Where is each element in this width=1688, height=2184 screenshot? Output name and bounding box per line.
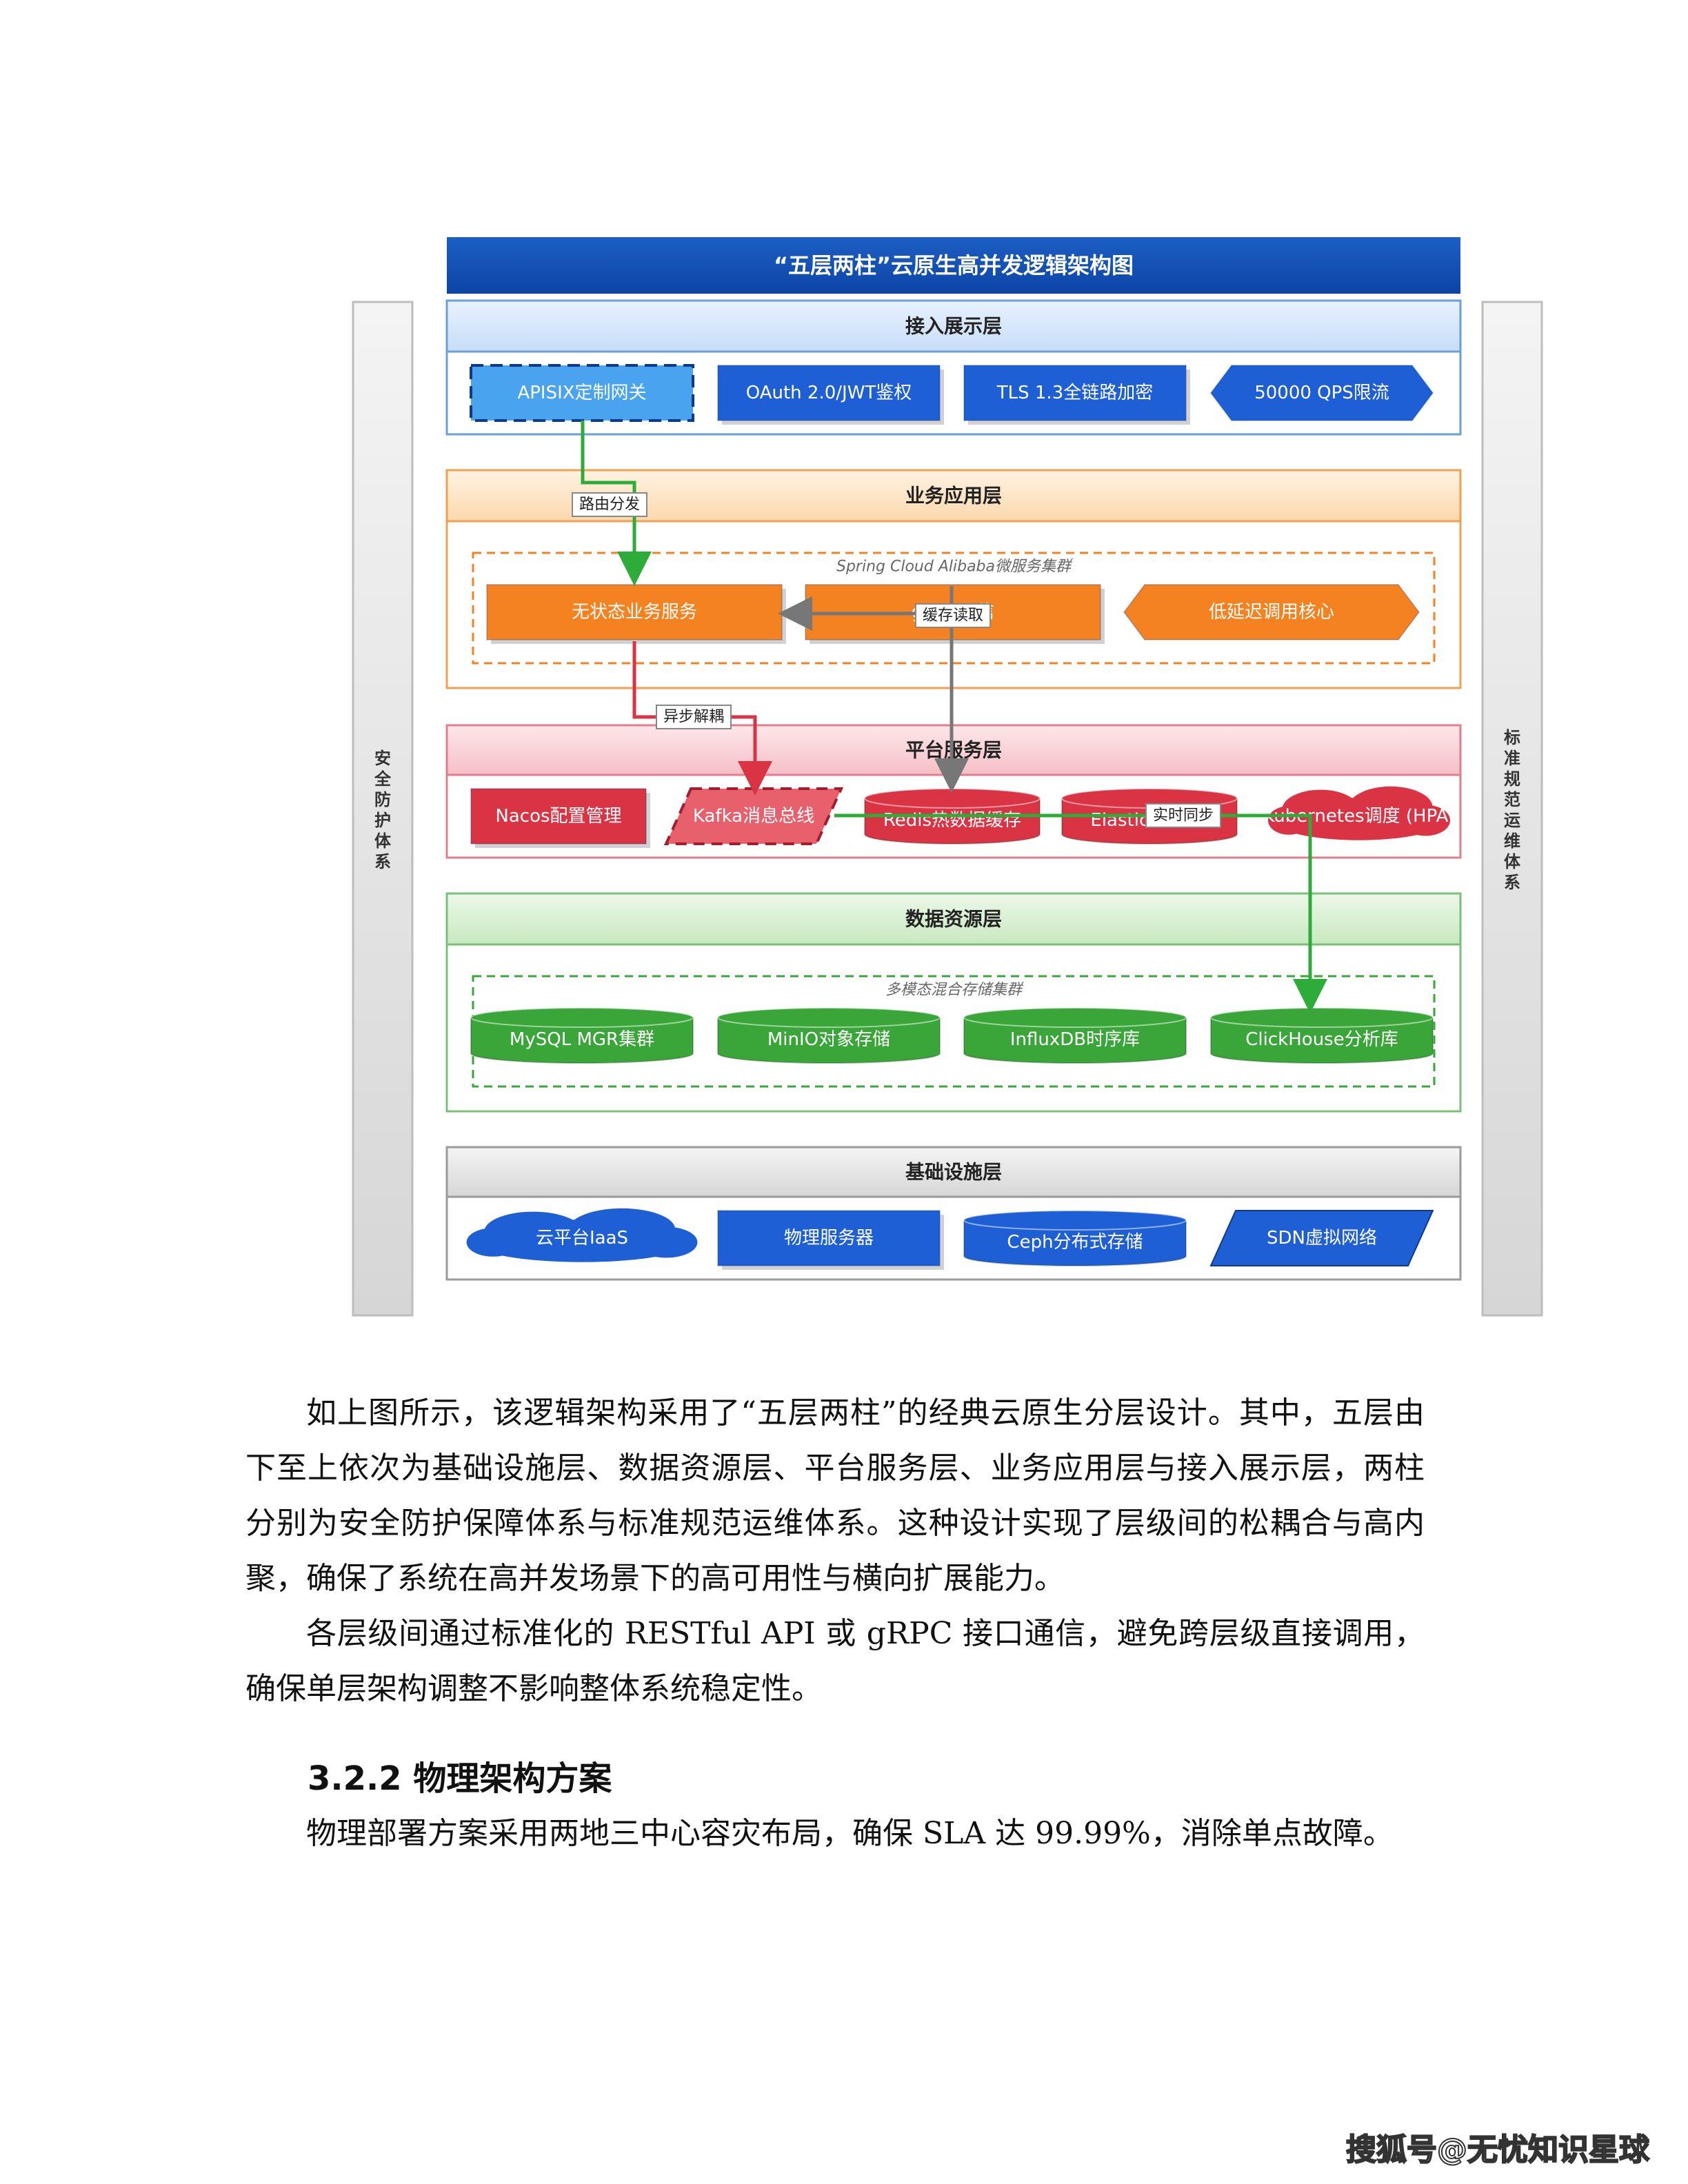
node-data-3-label: InfluxDB时序库: [1010, 1029, 1140, 1050]
layer-access-title: 接入展示层: [905, 315, 1002, 338]
node-platform-1-label: Nacos配置管理: [495, 806, 621, 827]
section-heading: 3.2.2 物理架构方案: [308, 1759, 612, 1798]
body-paragraph-3: 物理部署方案采用两地三中心容灾布局，确保 SLA 达 99.99%，消除单点故障…: [306, 1816, 1394, 1851]
node-data-3-shape: [963, 1018, 1187, 1064]
node-access-1: [470, 364, 694, 422]
node-infra-3: [963, 1210, 1187, 1266]
node-data-3-top: [963, 1007, 1187, 1028]
node-platform-3: [864, 788, 1041, 845]
edge-realtime-sync-label-box: [1145, 803, 1221, 828]
layer-data-cluster-label: 多模态混合存储集群: [885, 982, 1024, 999]
node-platform-1: [470, 788, 650, 848]
node-business-3-label: 低延迟调用核心: [1209, 602, 1334, 623]
node-infra-3-label: Ceph分布式存储: [1007, 1232, 1143, 1253]
node-business-3-shape: [1123, 584, 1420, 640]
layer-infra-header: [445, 1146, 1462, 1198]
node-access-3: [963, 365, 1190, 425]
node-platform-2-shape: [663, 787, 844, 845]
node-data-2-shape: [717, 1018, 941, 1064]
node-data-4: [1210, 1007, 1434, 1064]
edge-async-decouple-label-box: [656, 705, 732, 729]
pillar-operations-box: [1481, 301, 1543, 1317]
node-data-1-label: MySQL MGR集群: [510, 1029, 654, 1050]
node-access-4-shape: [1209, 365, 1434, 421]
node-access-4-label: 50000 QPS限流: [1254, 383, 1389, 403]
node-business-1: [486, 584, 786, 644]
node-infra-1: [466, 1208, 698, 1262]
layer-business-cluster: [472, 552, 1436, 665]
node-infra-3-shape: [963, 1220, 1187, 1266]
layer-business-cluster-label: Spring Cloud Alibaba微服务集群: [836, 558, 1073, 576]
pillar-operations-label: 标准规范运维体系: [1504, 728, 1521, 892]
layer-infra-title: 基础设施层: [905, 1161, 1002, 1184]
node-access-2: [717, 365, 944, 425]
node-infra-4-label: SDN虚拟网络: [1267, 1228, 1377, 1248]
edge-realtime-sync-label: 实时同步: [1153, 807, 1214, 825]
diagram-title: “五层两柱”云原生高并发逻辑架构图: [774, 252, 1134, 279]
edge-route-dispatch: [581, 421, 652, 586]
node-infra-2: [717, 1210, 944, 1270]
node-data-2-top: [717, 1007, 941, 1028]
node-data-1-top: [470, 1007, 694, 1028]
pillar-security-box: [352, 301, 414, 1317]
node-platform-1-shape: [470, 788, 647, 845]
diagram-title-bar: [447, 237, 1460, 294]
layer-platform-title: 平台服务层: [905, 739, 1002, 762]
node-data-1-shape: [470, 1018, 694, 1064]
node-platform-3-top: [864, 788, 1041, 809]
body-paragraph-2: 各层级间通过标准化的 RESTful API 或 gRPC 接口通信，避免跨层级…: [245, 1616, 1425, 1706]
layer-data-header: [445, 892, 1462, 946]
pillar-security-label: 安全防护体系: [374, 749, 392, 871]
source-watermark: 搜狐号@无忧知识星球: [1345, 2132, 1650, 2168]
node-data-4-label: ClickHouse分析库: [1245, 1029, 1398, 1050]
node-infra-4: [1209, 1210, 1434, 1266]
edge-cache-read-label: 缓存读取: [923, 607, 983, 625]
layer-data-title: 数据资源层: [905, 908, 1002, 931]
node-platform-5: [1267, 786, 1451, 840]
node-business-1-label: 无状态业务服务: [572, 602, 697, 623]
edge-cache-read-label-box: [915, 603, 991, 628]
edge-async-decouple-label: 异步解耦: [663, 709, 724, 726]
node-data-2-label: MinIO对象存储: [767, 1029, 890, 1050]
node-access-2-shape: [717, 365, 941, 421]
body-paragraph-1: 如上图所示，该逻辑架构采用了“五层两柱”的经典云原生分层设计。其中，五层由下至上…: [245, 1395, 1425, 1596]
node-infra-2-label: 物理服务器: [784, 1228, 874, 1248]
layer-business-title: 业务应用层: [905, 485, 1002, 507]
node-data-2: [717, 1007, 941, 1064]
node-platform-3-shape: [864, 798, 1041, 845]
node-infra-2-shape: [717, 1210, 941, 1266]
node-access-1-label: APISIX定制网关: [517, 383, 646, 403]
node-platform-2-label: Kafka消息总线: [693, 806, 814, 827]
node-infra-1-label: 云平台IaaS: [536, 1228, 628, 1248]
node-platform-3-label: Redis热数据缓存: [883, 810, 1021, 831]
node-data-4-shape: [1210, 1018, 1434, 1064]
edge-realtime-sync: [834, 813, 1327, 1013]
node-access-4: [1209, 365, 1434, 421]
edge-route-dispatch-label-box: [572, 492, 647, 517]
node-infra-4-shape: [1209, 1210, 1434, 1266]
node-data-3: [963, 1007, 1187, 1064]
node-business-3: [1123, 584, 1420, 640]
node-business-1-shape: [486, 584, 783, 640]
node-access-1-shape: [470, 364, 694, 422]
edge-route-dispatch-label: 路由分发: [579, 496, 640, 514]
node-data-1: [470, 1007, 694, 1064]
node-access-2-label: OAuth 2.0/JWT鉴权: [746, 383, 912, 403]
node-infra-3-top: [963, 1210, 1187, 1231]
node-access-3-label: TLS 1.3全链路加密: [996, 383, 1154, 403]
layer-access-header: [445, 299, 1462, 353]
node-access-3-shape: [963, 365, 1187, 421]
node-data-4-top: [1210, 1007, 1434, 1028]
node-platform-2: [663, 787, 844, 845]
